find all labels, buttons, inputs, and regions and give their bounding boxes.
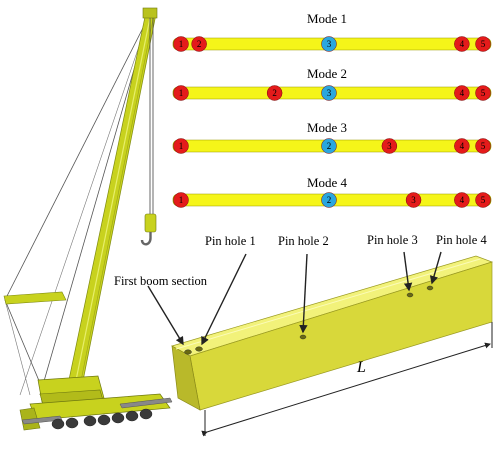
mode-node-label: 4 [460,141,465,151]
mode-node [381,138,398,154]
mode-title: Mode 2 [307,66,347,81]
mode-node-label: 3 [327,88,332,98]
pin-hole-3-arrow [403,251,413,292]
pin-hole-4-arrow [429,251,442,285]
pin-hole-2-arrow [299,253,308,334]
mode-node-label: 3 [411,195,416,205]
first-boom-section-arrow [147,285,184,346]
mode-node [321,85,337,101]
mode-node-label: 5 [481,88,486,98]
mode-node-label: 1 [179,141,184,151]
mode-node [173,138,189,154]
mode-node [475,138,491,154]
mode-node-label: 2 [327,141,332,151]
mode-node-label: 5 [481,39,486,49]
mode-node-label: 3 [387,141,392,151]
length-dimension [201,322,493,437]
pin-hole-1-label: Pin hole 1 [205,234,256,248]
mode-node-label: 1 [179,195,184,205]
mode-node-label: 5 [481,141,486,151]
mode-node [454,138,470,154]
mode-node [173,36,189,52]
mode-title: Mode 1 [307,11,347,26]
pin-hole-3-label: Pin hole 3 [367,233,418,247]
mode-node [454,85,470,101]
mode-node [475,85,491,101]
mode-node [266,85,283,101]
mode-node-label: 5 [481,195,486,205]
pin-hole-4-label: Pin hole 4 [436,233,487,247]
mode-node [191,36,207,52]
mode-title: Mode 3 [307,120,347,135]
mode-node-label: 2 [327,195,332,205]
mode-node [454,36,470,52]
mode-node [475,192,491,208]
mode-node [321,138,337,154]
pin-hole-2-label: Pin hole 2 [278,234,329,248]
mode-node [173,85,189,101]
mode-node-label: 1 [179,39,184,49]
mode-node [405,192,422,208]
mode-node [321,36,337,52]
mode-node [173,192,189,208]
mode-node-label: 4 [460,195,465,205]
mode-node-label: 3 [327,39,332,49]
pin-hole-1-arrow [201,253,247,346]
pointer-arrows [147,251,442,346]
mode-node [454,192,470,208]
crane-illustration [3,7,173,431]
mode-node-label: 4 [460,39,465,49]
mode-title: Mode 4 [307,175,348,190]
first-boom-section-label: First boom section [114,274,208,288]
mode-node-label: 2 [272,88,277,98]
mode-node-label: 1 [179,88,184,98]
mode-node-label: 2 [197,39,202,49]
boom-section-illustration [171,255,494,411]
length-label: L [356,359,366,376]
mode-node-label: 4 [460,88,465,98]
mode-node [321,192,337,208]
mode-node [475,36,491,52]
